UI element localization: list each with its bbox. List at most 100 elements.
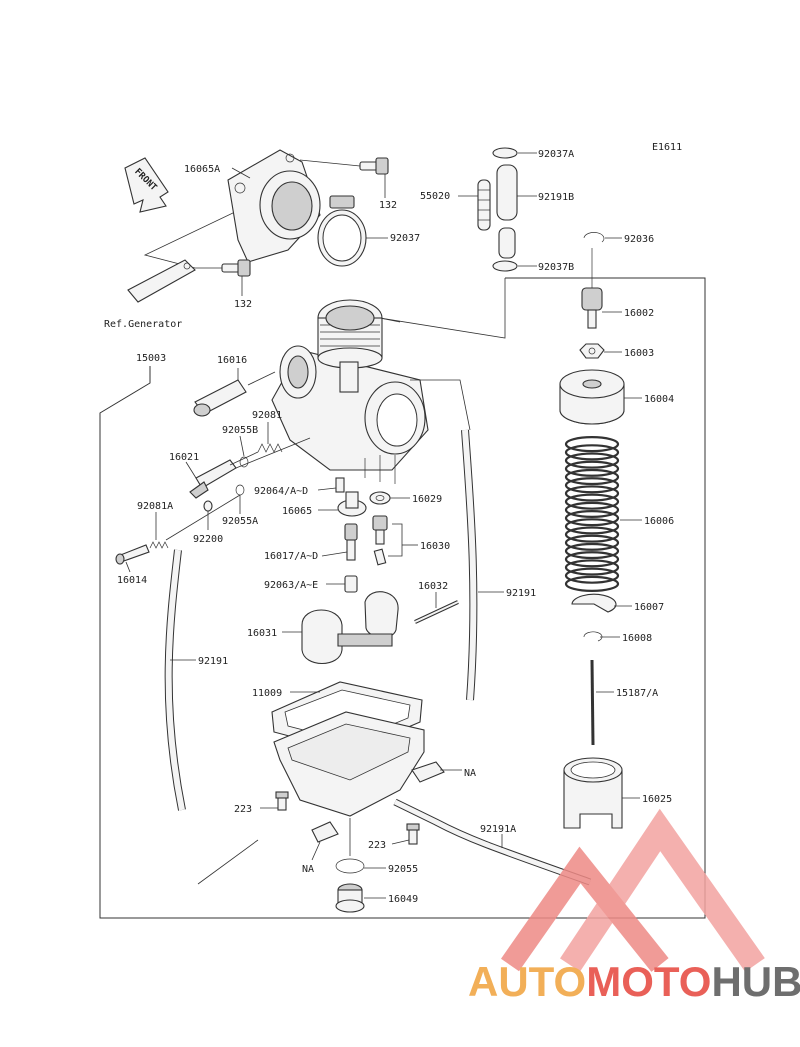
holder-16065 (318, 491, 367, 517)
label-132-upper: 132 (379, 200, 397, 211)
needle-15187 (590, 659, 614, 746)
label-92063: 92063/A~E (264, 580, 318, 591)
spring-coil (564, 468, 620, 486)
watermark-hub: HUB (711, 958, 800, 1005)
label-92037A: 92037A (538, 149, 574, 160)
spring-92081A (149, 512, 169, 549)
label-92191A: 92191A (480, 824, 516, 835)
hose-92191-right (461, 429, 504, 701)
spring-coil (564, 493, 620, 510)
svg-text:AUTOMOTOHUB: AUTOMOTOHUB (468, 958, 800, 1005)
watermark-auto: AUTO (468, 958, 586, 1005)
label-16029: 16029 (412, 494, 442, 505)
intake-insulator (227, 149, 321, 263)
spring-coil (564, 534, 620, 551)
screw-223-left (260, 791, 289, 811)
washer-16029 (369, 491, 410, 505)
spring-coil (564, 452, 620, 469)
spring-coil (564, 444, 620, 461)
jet-16017 (321, 523, 358, 561)
spring-coil (564, 436, 620, 453)
spring-16006 (564, 436, 620, 592)
drain-plug-16049 (335, 883, 386, 913)
screw-16016 (193, 368, 276, 417)
oring-92055B (239, 435, 249, 468)
label-92081A: 92081A (137, 501, 173, 512)
label-16065A: 16065A (184, 164, 220, 175)
label-132-lower: 132 (234, 299, 252, 310)
spring-coil (564, 485, 620, 502)
screw-16014 (115, 544, 150, 573)
label-15003: 15003 (136, 353, 166, 364)
spring-coil (564, 575, 620, 592)
diagram-code: E1611 (652, 142, 682, 153)
cap-16004 (559, 369, 642, 425)
label-92055: 92055 (388, 864, 418, 875)
tube-55020 (458, 179, 491, 231)
label-223-left: 223 (234, 804, 252, 815)
plug-92064 (317, 477, 345, 493)
label-11009: 11009 (252, 688, 282, 699)
label-92064: 92064/A~D (254, 486, 308, 497)
label-92037B: 92037B (538, 262, 574, 273)
spring-coil (564, 477, 620, 494)
label-15187A: 15187/A (616, 688, 658, 699)
oring-92055A (235, 484, 245, 514)
label-16065: 16065 (282, 506, 312, 517)
clip-92036 (583, 232, 622, 243)
clip-92037A (492, 147, 537, 159)
label-223-right: 223 (368, 840, 386, 851)
label-16021: 16021 (169, 452, 199, 463)
label-na-left: NA (302, 864, 314, 875)
carburetor-body (271, 299, 429, 484)
label-na-right: NA (464, 768, 476, 779)
pin-16032 (414, 592, 459, 624)
hose-92191B (496, 164, 537, 259)
label-16003: 16003 (624, 348, 654, 359)
label-16049: 16049 (388, 894, 418, 905)
spring-coil (564, 551, 620, 568)
label-92200: 92200 (193, 534, 223, 545)
hose-92191A (393, 798, 592, 886)
clip-16008 (583, 631, 620, 642)
label-16032: 16032 (418, 581, 448, 592)
jet-92063 (326, 575, 358, 593)
label-92055B: 92055B (222, 425, 258, 436)
label-16008: 16008 (622, 633, 652, 644)
label-55020: 55020 (420, 191, 450, 202)
assembly-frame (99, 277, 706, 919)
spring-coil (564, 460, 620, 477)
float-16031 (282, 591, 399, 664)
bolt-132-upper (299, 157, 389, 198)
hose-92191-left (164, 549, 196, 811)
label-16002: 16002 (624, 308, 654, 319)
throttle-valve-16025 (563, 757, 640, 829)
jet-16030 (372, 515, 418, 566)
clip-92037B (492, 260, 537, 272)
label-16004: 16004 (644, 394, 674, 405)
float-bowl (273, 711, 462, 861)
watermark-logo: AUTOMOTOHUB (468, 808, 800, 1005)
generator-ref-part (127, 259, 196, 303)
spring-coil (564, 559, 620, 576)
spring-coil (564, 567, 620, 584)
adjuster-16002 (581, 287, 622, 329)
screw-223-right (391, 823, 420, 845)
label-92191-right: 92191 (506, 588, 536, 599)
label-16030: 16030 (420, 541, 450, 552)
label-16031: 16031 (247, 628, 277, 639)
label-16007: 16007 (634, 602, 664, 613)
washer-92200 (203, 500, 213, 530)
watermark-moto: MOTO (586, 958, 711, 1005)
label-16017: 16017/A~D (264, 551, 318, 562)
spring-coil (564, 518, 620, 535)
front-arrow: FRONT (124, 157, 169, 213)
clamp-92037 (317, 195, 388, 267)
nut-16003 (579, 343, 622, 359)
label-92081: 92081 (252, 410, 282, 421)
spring-coil (564, 542, 620, 560)
spring-92081 (257, 422, 283, 453)
bolt-132-lower (195, 259, 251, 296)
oring-92055 (335, 858, 386, 874)
